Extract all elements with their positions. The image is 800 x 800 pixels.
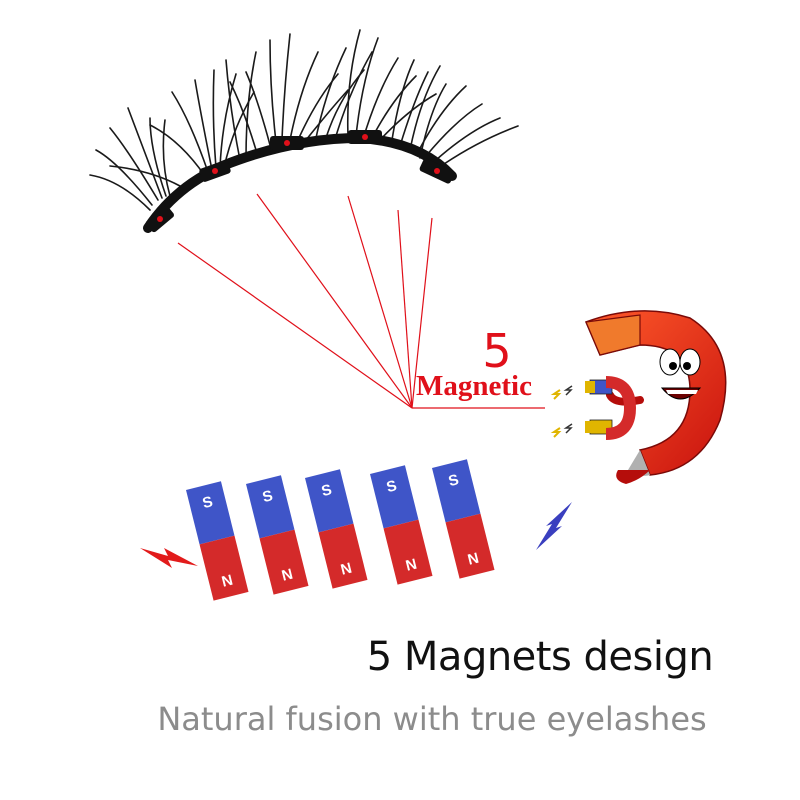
tagline: Natural fusion with true eyelashes	[0, 700, 800, 738]
magnetic-lines	[177, 193, 545, 409]
magnet-pole-s: S	[261, 487, 275, 506]
magnet-pole-n: N	[280, 566, 295, 585]
magnet-pole-s: S	[447, 471, 461, 490]
magnet-pole-n: N	[404, 556, 419, 575]
bar-magnet-icon: S N	[305, 469, 368, 589]
bar-magnet-icon: S N	[370, 465, 433, 585]
magnetic-label: Magnetic	[416, 370, 532, 402]
horseshoe-magnet-mascot	[550, 310, 727, 484]
eyelash-band	[143, 130, 457, 233]
bar-magnet-icon: S N	[246, 475, 309, 595]
magnet-pole-s: S	[320, 481, 334, 500]
bar-magnet-icon: S N	[432, 459, 495, 579]
bar-magnets: S N S N S N S N	[186, 459, 495, 601]
tagline-text: Natural fusion with true eyelashes	[157, 700, 707, 738]
headline: 5 Magnets design	[0, 634, 800, 680]
magnet-pole-n: N	[466, 550, 481, 569]
lightning-bolt-icon	[536, 502, 572, 550]
magnet-pole-s: S	[201, 493, 215, 512]
headline-text: 5 Magnets design	[366, 634, 714, 680]
magnet-pole-n: N	[339, 560, 354, 579]
lightning-bolt-icon	[140, 548, 198, 568]
magnet-pole-n: N	[220, 572, 235, 591]
eyelash-strip-illustration	[89, 29, 519, 211]
bar-magnet-icon: S N	[186, 481, 249, 601]
magnet-pole-s: S	[385, 477, 399, 496]
magnet-count-number: 5	[482, 324, 512, 378]
